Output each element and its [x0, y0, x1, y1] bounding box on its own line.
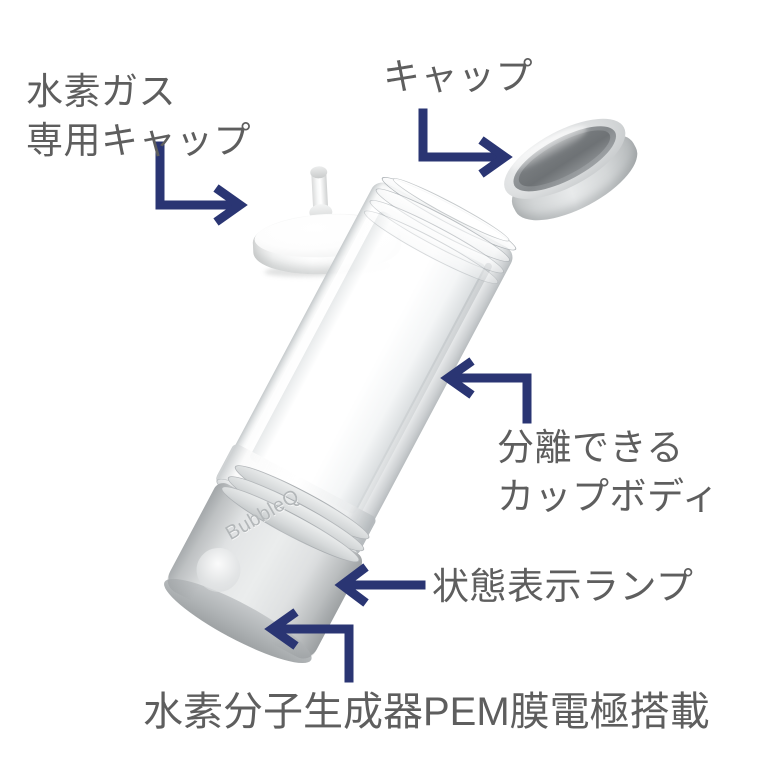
label-cup-body-line2: カップボディ — [497, 475, 720, 517]
label-hydrogen-gas-cap-line2: 専用キャップ — [26, 119, 251, 161]
label-pem-unit-line1: 水素分子生成器PEM膜電極搭載 — [143, 690, 710, 734]
label-cap: キャップ — [383, 53, 533, 102]
label-pem-unit: 水素分子生成器PEM膜電極搭載 — [143, 686, 710, 739]
label-cap-line1: キャップ — [383, 56, 533, 97]
label-hydrogen-gas-cap-line1: 水素ガス — [26, 71, 176, 112]
label-hydrogen-gas-cap: 水素ガス 専用キャップ — [26, 68, 251, 166]
label-status-lamp-line1: 状態表示ランプ — [432, 566, 694, 607]
label-status-lamp: 状態表示ランプ — [432, 563, 693, 612]
label-cup-body: 分離できる カップボディ — [497, 424, 719, 522]
label-cup-body-line1: 分離できる — [497, 427, 684, 468]
